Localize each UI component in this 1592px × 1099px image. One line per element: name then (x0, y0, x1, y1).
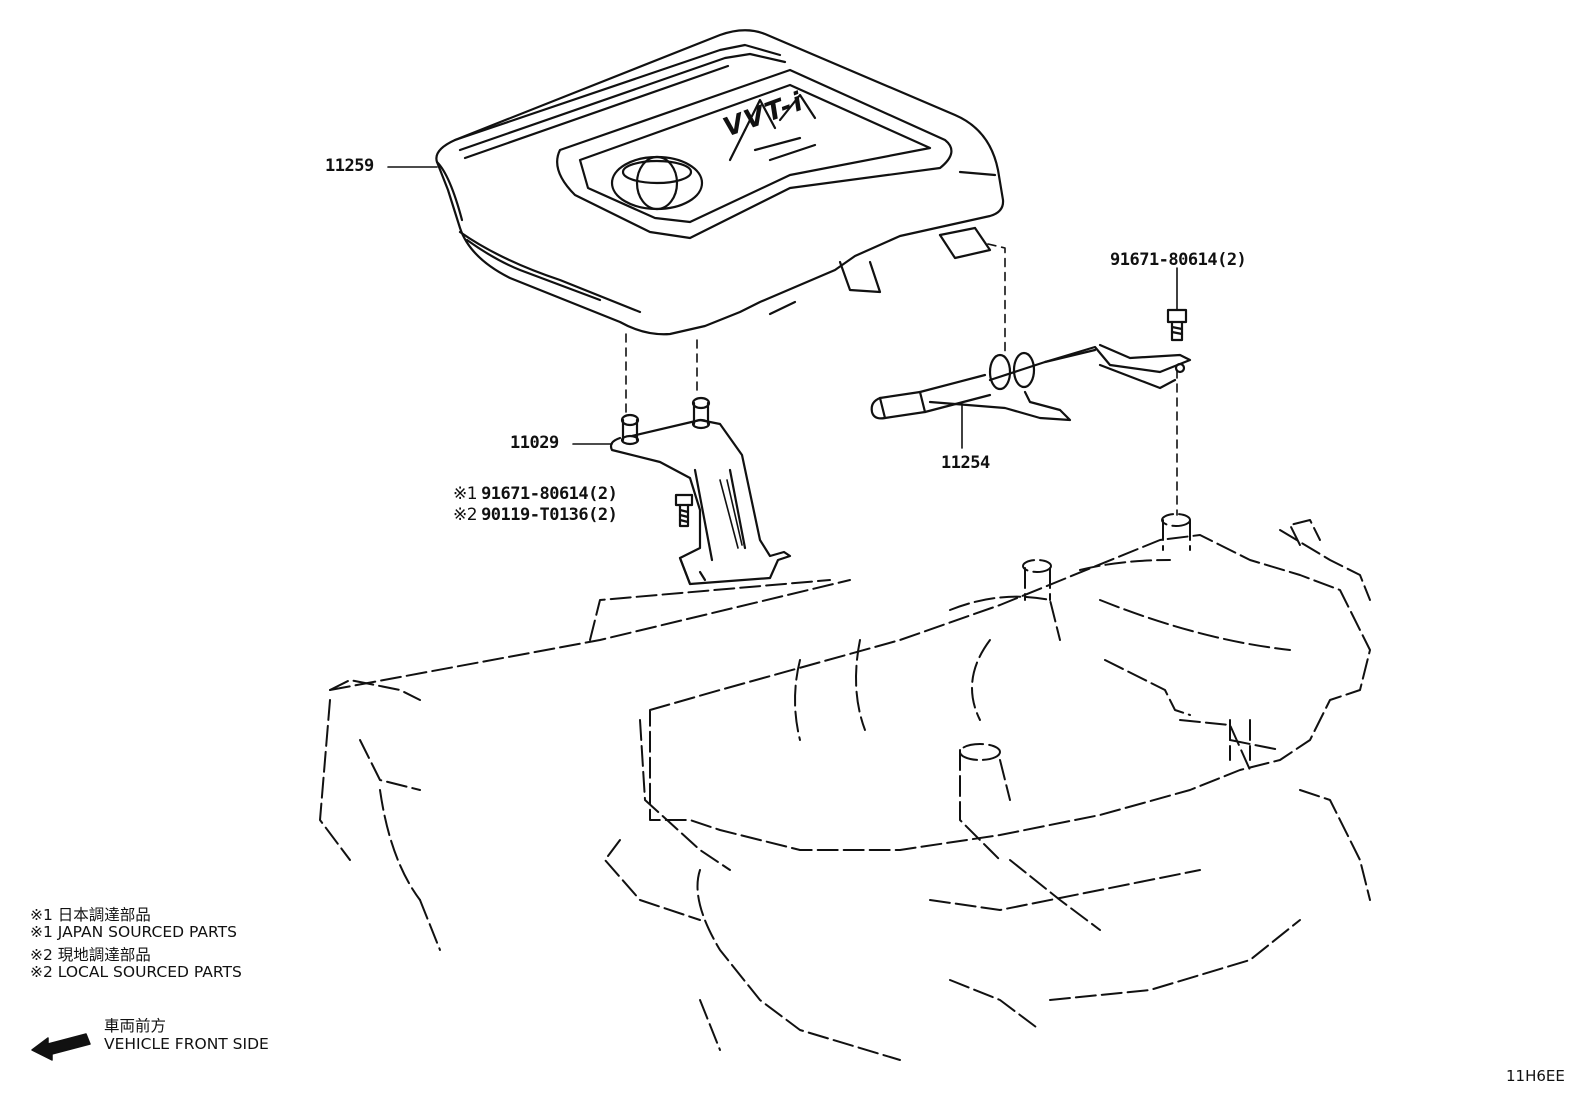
engine-cover-drawing (435, 29, 1005, 336)
bracket-11029-drawing (609, 396, 792, 586)
engine-drawing (319, 513, 1371, 1061)
note-3: ※2 現地調達部品 (30, 946, 151, 964)
front-arrow-icon (31, 1033, 91, 1061)
note-2: ※1 JAPAN SOURCED PARTS (30, 923, 237, 941)
label-bracket-left: 11029 (510, 433, 559, 453)
label-cover: 11259 (325, 156, 374, 176)
label-bracket-right: 11254 (941, 453, 990, 473)
mark-2: ※2 (453, 505, 478, 525)
alignment-lines (625, 243, 1178, 516)
bolt-left-1-number: 91671-80614(2) (481, 484, 618, 504)
label-bolt-top: 91671-80614(2) (1110, 250, 1247, 270)
bracket-11254-drawing (870, 308, 1192, 422)
diagram-code: 11H6EE (1506, 1067, 1565, 1085)
note-1: ※1 日本調達部品 (30, 906, 151, 924)
bolt-left-2-number: 90119-T0136(2) (481, 505, 618, 525)
mark-1: ※1 (453, 484, 478, 504)
front-side-jp: 車両前方 (104, 1017, 167, 1035)
front-side-en: VEHICLE FRONT SIDE (104, 1035, 269, 1053)
leader-lines (387, 166, 1178, 506)
note-4: ※2 LOCAL SOURCED PARTS (30, 963, 242, 981)
